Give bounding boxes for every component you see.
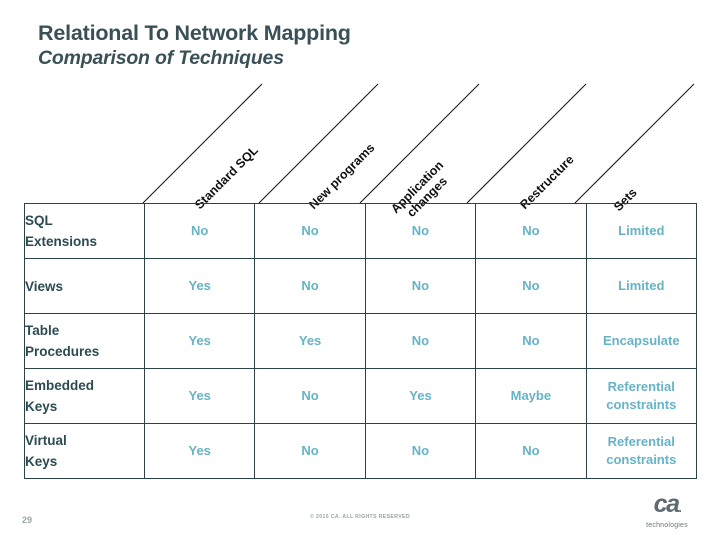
cell-table-procedures-restructure: No (475, 313, 587, 369)
table-row: Views Yes No No No Limited (24, 258, 698, 314)
row-label-table-procedures: Table Procedures (24, 313, 145, 369)
cell-views-sets: Limited (585, 258, 698, 314)
cell-views-standard-sql: Yes (143, 258, 256, 314)
ca-logo-mark: ca. (653, 490, 682, 518)
cell-views-new-programs: No (254, 258, 366, 314)
cell-embedded-keys-application-changes: Yes (364, 368, 477, 424)
cell-views-restructure: No (475, 258, 587, 314)
cell-embedded-keys-restructure: Maybe (475, 368, 587, 424)
row-label-virtual-keys: Virtual Keys (24, 423, 145, 479)
cell-sql-extensions-new-programs: No (254, 203, 366, 259)
cell-sql-extensions-application-changes: No (364, 203, 477, 259)
cell-embedded-keys-standard-sql: Yes (143, 368, 256, 424)
ca-logo-subtext: technologies (646, 522, 688, 529)
row-label-sql-extensions: SQL Extensions (24, 203, 145, 259)
comparison-table: SQL Extensions No No No No Limited Views… (24, 203, 698, 479)
cell-sql-extensions-sets: Limited (585, 203, 698, 259)
cell-table-procedures-new-programs: Yes (254, 313, 366, 369)
cell-virtual-keys-application-changes: No (364, 423, 477, 479)
cell-virtual-keys-restructure: No (475, 423, 587, 479)
table-row: SQL Extensions No No No No Limited (24, 203, 698, 259)
row-label-embedded-keys: Embedded Keys (24, 368, 145, 424)
cell-table-procedures-sets: Encapsulate (585, 313, 698, 369)
diagonal-rules (142, 83, 695, 204)
copyright-notice: © 2015 CA. ALL RIGHTS RESERVED (310, 514, 410, 520)
table-row: Table Procedures Yes Yes No No Encapsula… (24, 313, 698, 369)
title-primary: Relational To Network Mapping (38, 21, 351, 45)
ca-technologies-logo: ca. technologies (632, 492, 702, 531)
cell-sql-extensions-standard-sql: No (143, 203, 256, 259)
cell-views-application-changes: No (364, 258, 477, 314)
cell-table-procedures-application-changes: No (364, 313, 477, 369)
page-title: Relational To Network Mapping Comparison… (38, 20, 658, 71)
page-number: 29 (22, 515, 33, 525)
cell-table-procedures-standard-sql: Yes (143, 313, 256, 369)
cell-embedded-keys-new-programs: No (254, 368, 366, 424)
row-label-views: Views (24, 258, 145, 314)
cell-virtual-keys-standard-sql: Yes (143, 423, 256, 479)
diagonal-column-header-area: Standard SQL New programs Application ch… (0, 78, 720, 220)
cell-virtual-keys-new-programs: No (254, 423, 366, 479)
table-row: Embedded Keys Yes No Yes Maybe Referenti… (24, 368, 698, 424)
title-secondary: Comparison of Techniques (38, 47, 284, 69)
cell-sql-extensions-restructure: No (475, 203, 587, 259)
